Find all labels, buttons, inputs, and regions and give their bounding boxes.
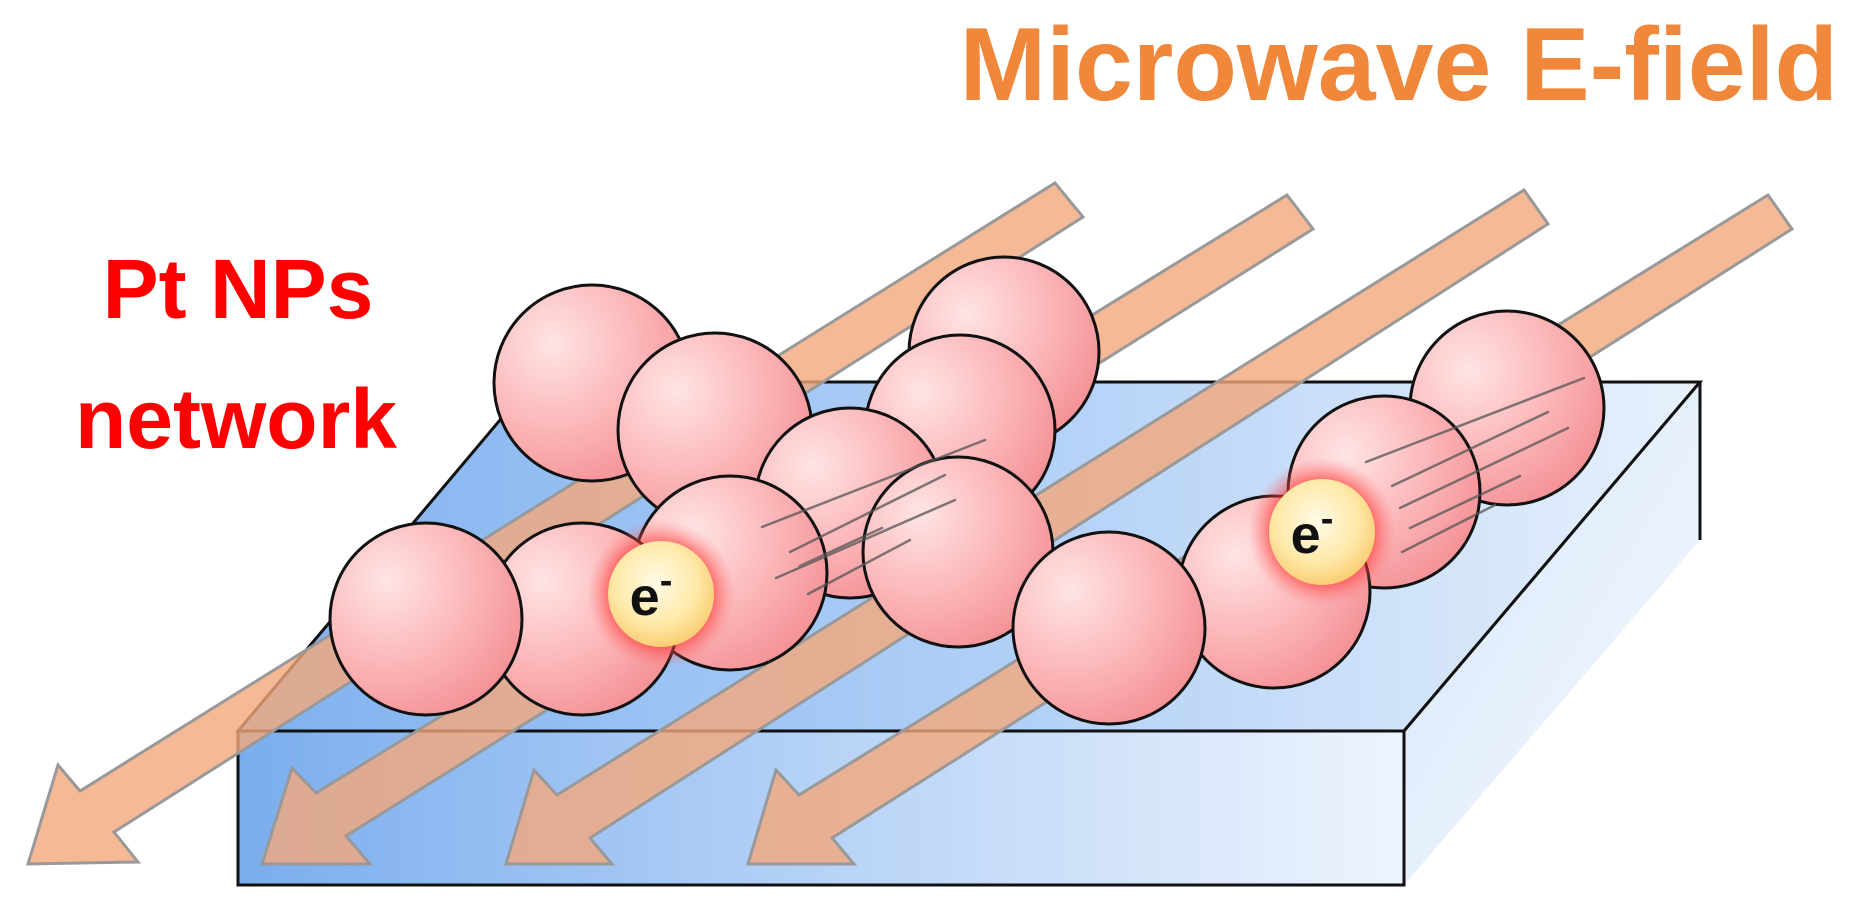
substrate-side-face	[1404, 382, 1700, 885]
electron-symbol: e	[630, 567, 660, 627]
network-label: network	[75, 372, 397, 466]
microwave-efield-label: Microwave E-field	[960, 7, 1838, 123]
electron-core	[608, 541, 714, 647]
nanoparticle	[1011, 530, 1207, 726]
electron-left: e-	[587, 520, 735, 668]
motion-streaks-left	[760, 438, 987, 596]
svg-text:e-: e-	[630, 560, 673, 627]
pt-nanoparticles	[328, 255, 1606, 726]
motion-streaks-right	[1364, 376, 1586, 554]
electron-core	[1269, 479, 1375, 585]
electron-charge-sign: -	[1321, 498, 1334, 540]
nanoparticle	[328, 521, 524, 717]
electron-symbol: e	[1291, 505, 1321, 565]
electron-charge-sign: -	[660, 560, 673, 602]
svg-text:e-: e-	[1291, 498, 1334, 565]
pt-nps-label: Pt NPs	[103, 242, 374, 336]
electron-right: e-	[1248, 458, 1396, 606]
